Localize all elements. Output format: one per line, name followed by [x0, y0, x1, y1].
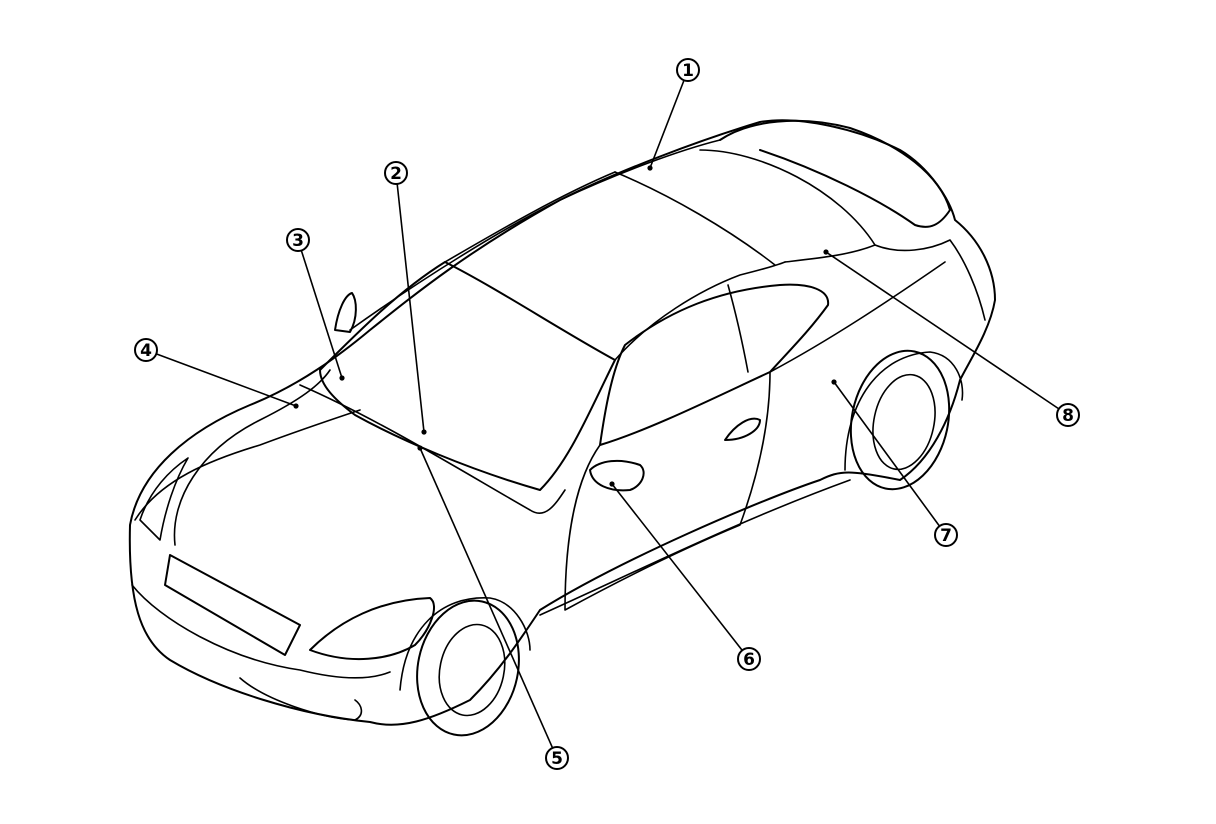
roof-crossline [614, 171, 776, 266]
left-headlight [139, 457, 189, 541]
callout-target-dot [831, 379, 837, 385]
callout-hood: 4 [134, 338, 299, 409]
callout-target-dot [417, 445, 423, 451]
callout-badge [737, 647, 761, 671]
callout-target-dot [421, 429, 427, 435]
callout-target-dot [293, 403, 299, 409]
side-character-line [769, 261, 946, 373]
b-pillar [727, 284, 749, 373]
headlight [309, 597, 435, 660]
front-wheel-rim [438, 623, 506, 717]
front-wheel-arch [399, 597, 531, 691]
callout-target-dot [823, 249, 829, 255]
front-grille [164, 554, 301, 656]
callout-leader-line [611, 483, 743, 651]
callout-door-mirror: 6 [609, 481, 761, 671]
side-window [599, 283, 830, 446]
antenna [334, 292, 357, 333]
callout-badge [676, 58, 700, 82]
callout-roof: 1 [647, 58, 700, 171]
callout-windshield-corner: 3 [286, 228, 345, 381]
door-mirror [589, 459, 645, 492]
rear-window [699, 149, 876, 263]
callout-windshield-center: 2 [384, 161, 427, 435]
callouts: 1 2 3 4 5 6 7 8 [134, 58, 1080, 770]
rear-wheel-arch [844, 351, 964, 471]
callout-badge [384, 161, 408, 185]
callout-target-dot [609, 481, 615, 487]
lower-intake [239, 677, 363, 721]
callout-badge [134, 338, 158, 362]
door-handle [724, 417, 761, 441]
rear-wheel-rim [872, 373, 936, 471]
windshield [319, 261, 616, 491]
callout-badge [1056, 403, 1080, 427]
callout-leader-line [833, 381, 941, 527]
rear-wheel-tire [849, 349, 951, 491]
roof-side [614, 261, 786, 361]
callout-trunk-lid: 8 [823, 249, 1080, 427]
callout-badge [286, 228, 310, 252]
callout-badge [934, 523, 958, 547]
car-drawing [128, 119, 996, 737]
callout-number: 6 [743, 650, 755, 670]
car-body-outline [128, 119, 996, 726]
roof-front-edge [444, 171, 616, 263]
callout-badge [545, 746, 569, 770]
hood-left-crease [173, 369, 331, 546]
callout-leader-line [396, 183, 425, 433]
callout-leader-line [156, 353, 297, 407]
callout-number: 1 [682, 61, 694, 81]
front-wheel-tire [416, 599, 520, 737]
callout-leader-line [419, 447, 554, 749]
callout-number: 7 [940, 526, 952, 546]
roof-rail [349, 139, 721, 331]
callout-number: 8 [1062, 406, 1074, 426]
hood-rear-edge [299, 384, 566, 514]
callout-leader-line [300, 250, 343, 379]
door-outline [564, 371, 771, 611]
trunk-edge [874, 239, 986, 321]
callout-number: 2 [390, 164, 402, 184]
callout-target-dot [339, 375, 345, 381]
rocker-line [539, 479, 851, 616]
callout-number: 4 [140, 341, 152, 361]
front-bumper-line [131, 584, 391, 679]
trunk-spoiler [719, 119, 951, 228]
callout-number: 5 [551, 749, 563, 769]
callout-number: 3 [292, 231, 304, 251]
callout-leader-line [825, 251, 1060, 410]
hood-front-edge [134, 409, 361, 521]
callout-leader-line [649, 79, 685, 169]
callout-target-dot [647, 165, 653, 171]
callout-rear-fender: 7 [831, 379, 958, 547]
callout-cowl: 5 [417, 445, 569, 770]
